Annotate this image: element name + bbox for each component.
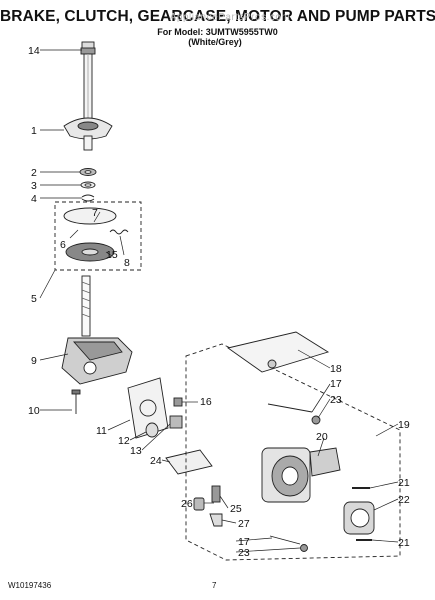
spline-shaft xyxy=(81,275,91,337)
callout-8: 8 xyxy=(124,257,130,269)
callout-numbers: 14 1 2 3 4 7 6 15 8 5 9 10 18 17 23 16 1… xyxy=(28,45,410,559)
part-1-brake-housing xyxy=(63,117,113,151)
callout-19: 19 xyxy=(398,419,410,431)
document-number: W10197436 xyxy=(8,581,52,590)
callout-17: 17 xyxy=(330,378,342,390)
part-11-mount-plate xyxy=(127,377,169,439)
part-10-bolt xyxy=(71,389,81,414)
callout-6: 6 xyxy=(60,239,66,251)
part-17-rod-lower xyxy=(269,535,301,545)
callout-22: 22 xyxy=(398,494,410,506)
callout-15: 15 xyxy=(106,249,118,261)
callout-16: 16 xyxy=(200,396,212,408)
part-3-washer xyxy=(80,181,96,189)
callout-13: 13 xyxy=(130,445,142,457)
part-15-clutch-drum xyxy=(65,242,115,262)
callout-9: 9 xyxy=(31,355,37,367)
callout-11: 11 xyxy=(96,425,107,437)
callout-23-lower: 23 xyxy=(238,547,250,559)
callout-26: 26 xyxy=(181,498,193,510)
callout-10: 10 xyxy=(28,405,40,417)
part-6-clutch-cover xyxy=(63,207,117,225)
callout-2: 2 xyxy=(31,167,37,179)
part-14-shaft-top xyxy=(80,41,96,55)
callout-4: 4 xyxy=(31,193,37,205)
part-18-cover xyxy=(226,331,330,373)
agitator-shaft xyxy=(83,53,93,121)
page-number: 7 xyxy=(212,581,217,590)
callout-1: 1 xyxy=(31,125,37,137)
part-2-washer xyxy=(79,168,97,176)
callout-25: 25 xyxy=(230,503,242,515)
part-5-clutch-assembly-box xyxy=(54,201,142,271)
color-subtitle: (White/Grey) xyxy=(188,37,242,47)
part-9-gearcase xyxy=(61,337,133,385)
callout-17-lower: 17 xyxy=(238,536,250,548)
part-4-clip xyxy=(81,194,95,202)
part-25-clip xyxy=(211,485,221,503)
part-24-bracket xyxy=(165,449,213,475)
part-20-motor xyxy=(261,447,341,503)
part-19-frame-outline xyxy=(185,343,401,561)
part-16-fastener xyxy=(173,397,183,407)
part-12-seal xyxy=(145,422,159,438)
callout-3: 3 xyxy=(31,180,37,192)
model-subtitle: For Model: 3UMTW5955TW0 xyxy=(157,27,278,37)
part-17-rod xyxy=(267,403,313,413)
callout-18: 18 xyxy=(330,363,342,375)
callout-5: 5 xyxy=(31,293,37,305)
callout-21-lower: 21 xyxy=(398,537,410,549)
callout-7: 7 xyxy=(92,207,98,219)
part-22-pump xyxy=(343,501,375,535)
part-13-coupler xyxy=(169,415,183,429)
part-8-spring xyxy=(109,229,129,235)
watermark: AppliancePartsPros.com xyxy=(169,12,291,23)
part-23-nut-lower xyxy=(300,544,308,552)
callout-24: 24 xyxy=(150,455,162,467)
part-26-plug xyxy=(193,497,205,511)
leader-lines xyxy=(39,49,399,553)
part-27-bracket xyxy=(209,513,223,527)
callout-23: 23 xyxy=(330,394,342,406)
callout-14: 14 xyxy=(28,45,40,57)
callout-20: 20 xyxy=(316,431,328,443)
callout-27: 27 xyxy=(238,518,250,530)
callout-21: 21 xyxy=(398,477,410,489)
page-title: BRAKE, CLUTCH, GEARCASE, MOTOR AND PUMP … xyxy=(0,8,435,25)
callout-12: 12 xyxy=(118,435,130,447)
